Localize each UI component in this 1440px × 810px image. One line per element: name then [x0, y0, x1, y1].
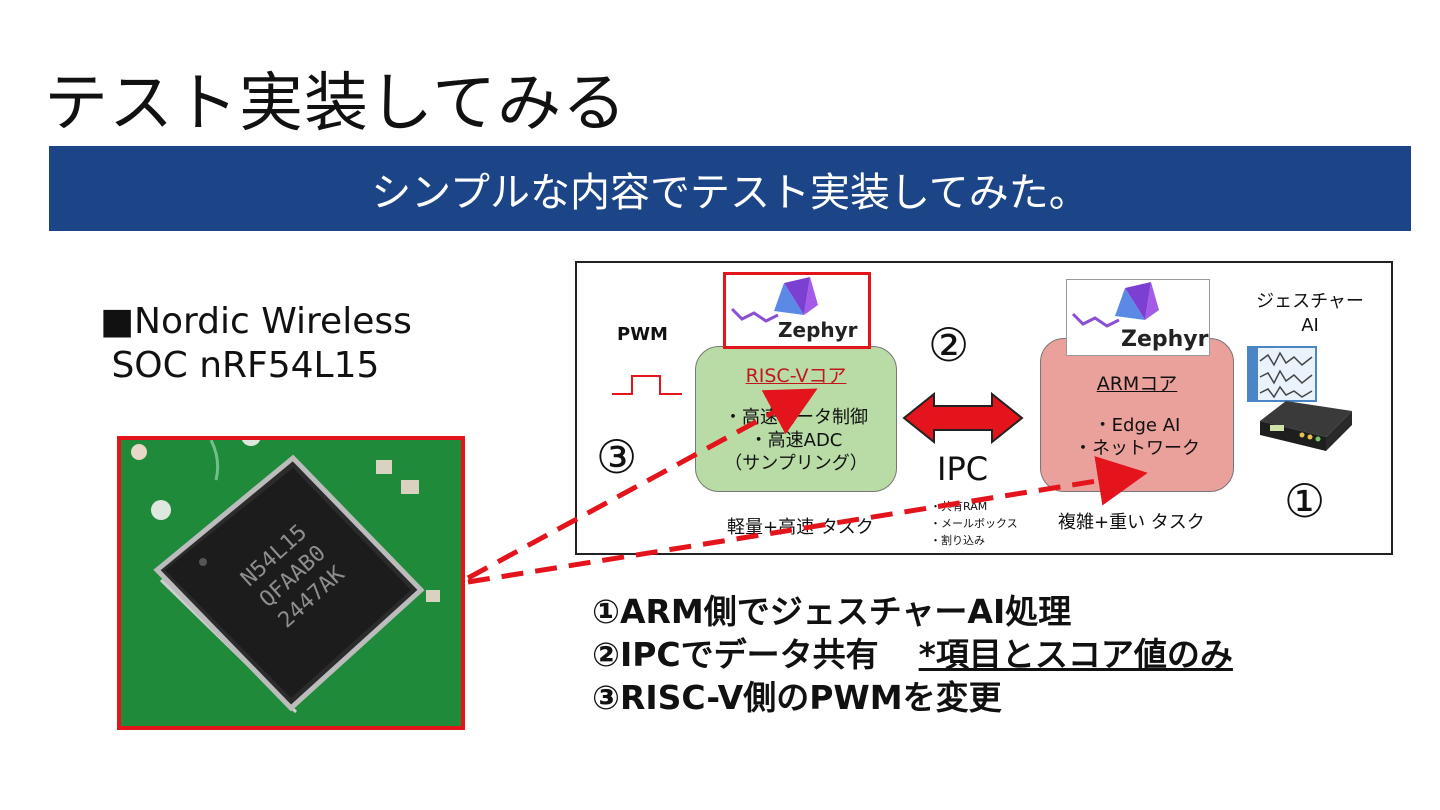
note-line-2-remark: *項目とスコア値のみ [918, 635, 1233, 674]
pwm-waveform-icon [612, 375, 682, 395]
zephyr-logo-risc: Zephyr [723, 272, 871, 349]
ipc-item: ・割り込み [930, 534, 985, 547]
step-1-marker: ① [1284, 474, 1326, 528]
chip-top [165, 468, 411, 698]
banner-text: シンプルな内容でテスト実装してみた。 [371, 169, 1089, 216]
slide-title: テスト実装してみる [44, 67, 628, 141]
risc-task-label: 軽量+高速 タスク [727, 517, 874, 538]
ipc-label: IPC [937, 450, 989, 488]
ipc-item: ・共有RAM [930, 500, 988, 513]
bidirectional-arrow-icon [902, 392, 1024, 444]
zephyr-logo-icon: Zephyr [1071, 282, 1209, 352]
pcb-pad [131, 444, 147, 460]
arm-task-label: 複雑+重い タスク [1058, 512, 1205, 533]
note-line-2: ②IPCでデータ共有 *項目とスコア値のみ [592, 633, 1233, 676]
pwm-label: PWM [617, 324, 668, 345]
ipc-items: ・共有RAM ・メールボックス ・割り込み [930, 498, 1018, 549]
ipc-item: ・メールボックス [930, 517, 1018, 530]
step-2-marker: ② [928, 318, 970, 372]
note-line-1: ①ARM側でジェスチャーAI処理 [592, 592, 1072, 631]
zephyr-wordmark: Zephyr [1121, 327, 1209, 352]
subtitle-banner: シンプルな内容でテスト実装してみた。 [49, 146, 1411, 231]
arm-core-title: ARMコア [1096, 373, 1178, 395]
pcb-pad [241, 440, 261, 446]
arm-core-box: ARMコア ・Edge AI ・ネットワーク [1040, 338, 1234, 492]
note-line-2-main: ②IPCでデータ共有 [592, 635, 879, 674]
zephyr-logo-arm: Zephyr [1066, 279, 1210, 356]
smd-component [426, 590, 440, 602]
arm-core-features: ・Edge AI ・ネットワーク [1074, 415, 1200, 459]
pin1-marker [199, 558, 207, 566]
step-notes: ①ARM側でジェスチャーAI処理 ②IPCでデータ共有 *項目とスコア値のみ ③R… [592, 590, 1233, 719]
pcb-trace [209, 440, 220, 481]
risc-v-core-features: ・高速モータ制御 ・高速ADC （サンプリング） [724, 407, 868, 474]
risc-v-core-title: RISC-Vコア [745, 365, 847, 387]
chip-photo: N54L15 QFAAB0 2447AK [117, 436, 465, 730]
note-line-3: ③RISC-V側のPWMを変更 [592, 678, 1002, 717]
device-label: ■Nordic Wireless SOC nRF54L15 [100, 301, 412, 386]
smd-component [401, 480, 419, 494]
pcb-pad [151, 500, 171, 520]
gesture-ai-label: ジェスチャー AI [1256, 291, 1364, 336]
zephyr-logo-icon: Zephyr [730, 277, 858, 342]
smd-component [376, 460, 392, 474]
zephyr-wordmark: Zephyr [778, 318, 858, 342]
step-3-marker: ③ [596, 430, 638, 484]
risc-v-core-box: RISC-Vコア ・高速モータ制御 ・高速ADC （サンプリング） [695, 346, 897, 492]
chip-illustration: N54L15 QFAAB0 2447AK [121, 440, 461, 726]
sensor-device-icon [1247, 346, 1352, 451]
